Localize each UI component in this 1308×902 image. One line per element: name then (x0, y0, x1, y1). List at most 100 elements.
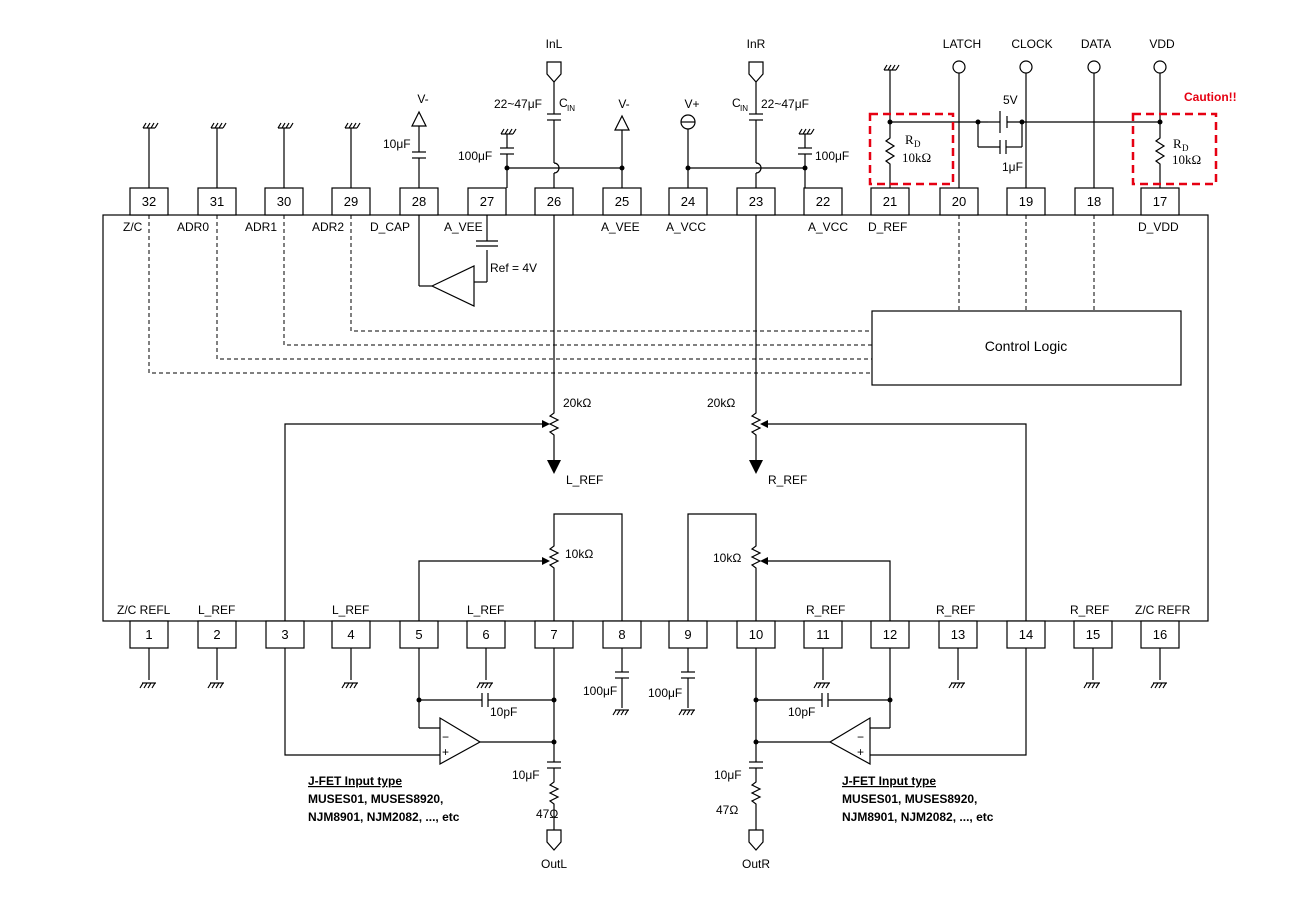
pin-15-number: 15 (1086, 627, 1100, 642)
cap-10u-28: 10μF (383, 137, 411, 151)
pin-13-number: 13 (951, 627, 965, 642)
r10k-left: 10kΩ (565, 547, 593, 561)
pin-14-number: 14 (1019, 627, 1033, 642)
pin-32-number: 32 (142, 194, 156, 209)
pin-1-box (129, 620, 169, 649)
jfet-note-right-title: J-FET Input type (842, 774, 936, 788)
cin-range-left: 22~47μF (494, 97, 542, 111)
rd-left-label: R (905, 132, 914, 147)
ground-icon (344, 122, 361, 129)
pin-25-box (602, 187, 642, 216)
pin-16-number: 16 (1153, 627, 1167, 642)
pin-1-number: 1 (145, 627, 152, 642)
pin-18-number: 18 (1087, 194, 1101, 209)
pin-27-label: A_VEE (444, 220, 483, 234)
c10p-left: 10pF (490, 705, 517, 719)
pin-4-number: 4 (347, 627, 354, 642)
cap-1u-label: 1μF (1002, 160, 1023, 174)
pin-6-box (466, 620, 506, 649)
data-label: DATA (1081, 37, 1111, 51)
c10p-right: 10pF (788, 705, 815, 719)
cap-100u-8: 100μF (583, 684, 617, 698)
caution-label: Caution!! (1184, 90, 1237, 104)
pin-17-number: 17 (1153, 194, 1167, 209)
pin-23-box (736, 187, 776, 216)
pin-10-number: 10 (749, 627, 763, 642)
supply-5v-network (975, 111, 1160, 154)
pin-15-box (1073, 620, 1113, 649)
pin-2-label: L_REF (198, 603, 235, 617)
rd-right-sub: D (1182, 143, 1189, 153)
pin-21-number: 21 (883, 194, 897, 209)
pin-7-number: 7 (550, 627, 557, 642)
ground-icon (948, 682, 965, 689)
opamp-right (748, 648, 1027, 851)
pin-28-number: 28 (412, 194, 426, 209)
ground-icon (798, 128, 815, 135)
volume-left (284, 215, 561, 621)
gain-right (687, 513, 891, 621)
opamp-left-minus: − (442, 730, 449, 744)
pin-28-label: D_CAP (370, 220, 410, 234)
pin-6-number: 6 (482, 627, 489, 642)
ground-icon (210, 122, 227, 129)
vdd-label: VDD (1149, 37, 1175, 51)
ground-icon (1083, 682, 1100, 689)
cin-left-sub: IN (567, 104, 575, 113)
rd-left-sub: D (914, 139, 921, 149)
pin-27-number: 27 (480, 194, 494, 209)
pin25-vminus (614, 114, 630, 188)
jfet-note-left-line2: NJM8901, NJM2082, ..., etc (308, 810, 460, 824)
pin-2-number: 2 (213, 627, 220, 642)
pin24-vplus (680, 114, 805, 188)
pin-8-number: 8 (618, 627, 625, 642)
pin8-9-caps (615, 648, 695, 708)
r20k-left: 20kΩ (563, 396, 591, 410)
pin-16-label: Z/C REFR (1135, 603, 1191, 617)
ground-icon (883, 64, 900, 71)
rd-left-value: 10kΩ (902, 150, 931, 165)
ground-icon (500, 128, 517, 135)
pin-20-number: 20 (952, 194, 966, 209)
ground-icon (678, 709, 695, 716)
pin-29-label: ADR2 (312, 220, 344, 234)
cap-100u-9: 100μF (648, 686, 682, 700)
pin-4-label: L_REF (332, 603, 369, 617)
opamp-left (284, 648, 562, 851)
jfet-note-left-line1: MUSES01, MUSES8920, (308, 792, 443, 806)
r20k-right: 20kΩ (707, 396, 735, 410)
cin-left: C (559, 96, 568, 110)
battery-5v-label: 5V (1003, 93, 1018, 107)
pin-21-label: D_REF (868, 220, 907, 234)
ground-icon (813, 682, 830, 689)
pin-9-number: 9 (684, 627, 691, 642)
gain-left (418, 513, 623, 621)
ground-icon (142, 122, 159, 129)
jfet-note-right-line1: MUSES01, MUSES8920, (842, 792, 977, 806)
pin-31-number: 31 (210, 194, 224, 209)
inr-label: InR (747, 37, 766, 51)
pin-22-box (803, 187, 843, 216)
cin-right-sub: IN (740, 104, 748, 113)
pin-4-box (331, 620, 371, 649)
control-dashed-lines (148, 215, 1095, 374)
pin-29-number: 29 (344, 194, 358, 209)
vminus-label-25: V- (618, 97, 629, 111)
pin-24-box (668, 187, 708, 216)
pin-22-number: 22 (816, 194, 830, 209)
pin-3-number: 3 (281, 627, 288, 642)
r47-left: 47Ω (536, 807, 558, 821)
inl-label: InL (546, 37, 563, 51)
rd-right-value: 10kΩ (1172, 152, 1201, 167)
pin-8-box (602, 620, 642, 649)
pin-17-box (1140, 187, 1180, 216)
caution-box-left (868, 112, 955, 186)
control-logic-label: Control Logic (985, 338, 1068, 354)
ground-icon (1150, 682, 1167, 689)
control-logic-block (871, 310, 1182, 386)
dref-network (884, 70, 988, 188)
r10k-right: 10kΩ (713, 551, 741, 565)
pin-6-label: L_REF (467, 603, 504, 617)
pin22-capacitor (798, 134, 812, 188)
